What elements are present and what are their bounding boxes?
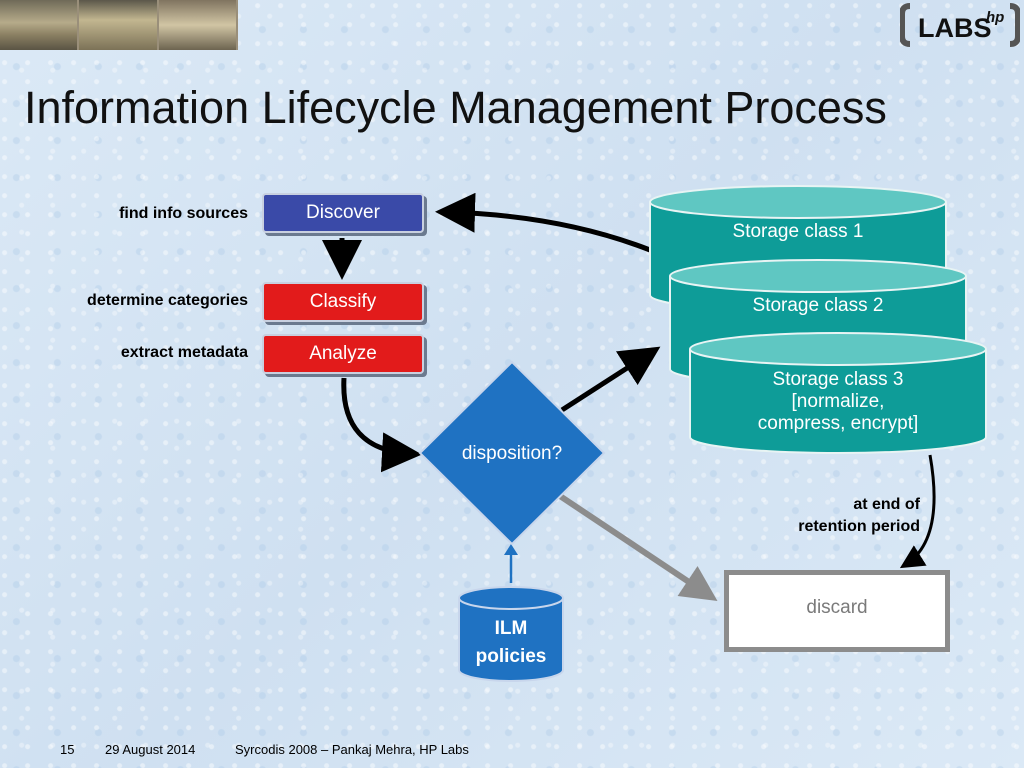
- policies-line1: ILM: [495, 618, 528, 639]
- analyze-box: Analyze: [262, 334, 424, 374]
- analyze-label: Analyze: [309, 343, 377, 364]
- ilm-policies-cylinder: ILM policies: [458, 586, 564, 682]
- classify-box: Classify: [262, 282, 424, 322]
- discover-label: Discover: [306, 202, 380, 223]
- footer-date: 29 August 2014: [105, 742, 196, 757]
- discover-box: Discover: [262, 193, 424, 233]
- classify-label: Classify: [309, 291, 377, 312]
- logo-text: LABS: [918, 13, 992, 43]
- annotation-discover: find info sources: [119, 205, 248, 222]
- hp-labs-logo: LABS hp: [899, 2, 1021, 48]
- storage-class-3-cylinder: Storage class 3 [normalize, compress, en…: [689, 332, 987, 454]
- storage-class-3-line1: Storage class 3: [773, 369, 904, 390]
- slide-number: 15: [60, 742, 75, 757]
- annotation-classify: determine categories: [87, 292, 248, 309]
- slide-title: Information Lifecycle Management Process: [24, 82, 887, 133]
- storage-stack: Storage class 1 Storage class 2 Storage …: [649, 185, 987, 454]
- retention-line1: at end of: [853, 496, 920, 513]
- arrow-disposition-to-storage: [560, 346, 661, 413]
- logo-superscript: hp: [986, 9, 1004, 26]
- disposition-diamond: disposition?: [418, 360, 606, 546]
- arrow-retention-to-discard: [899, 454, 936, 569]
- storage-class-3-line3: compress, encrypt]: [758, 413, 919, 434]
- discard-box: discard: [724, 570, 950, 652]
- footer-credit: Syrcodis 2008 – Pankaj Mehra, HP Labs: [235, 742, 469, 757]
- arrow-storage-to-discover: [435, 192, 651, 253]
- discard-label: discard: [806, 597, 868, 618]
- storage-class-1-label: Storage class 1: [733, 221, 864, 242]
- policies-line2: policies: [476, 646, 547, 667]
- annotation-analyze: extract metadata: [120, 344, 248, 361]
- arrow-disposition-to-discard: [558, 493, 718, 601]
- header-photo-strip: [0, 0, 238, 50]
- storage-class-3-line2: [normalize,: [792, 391, 885, 412]
- retention-line2: retention period: [798, 518, 920, 535]
- disposition-label: disposition?: [462, 443, 562, 464]
- storage-class-2-label: Storage class 2: [753, 295, 884, 316]
- arrow-analyze-to-disposition: [341, 377, 422, 473]
- retention-note: at end of retention period: [798, 494, 920, 538]
